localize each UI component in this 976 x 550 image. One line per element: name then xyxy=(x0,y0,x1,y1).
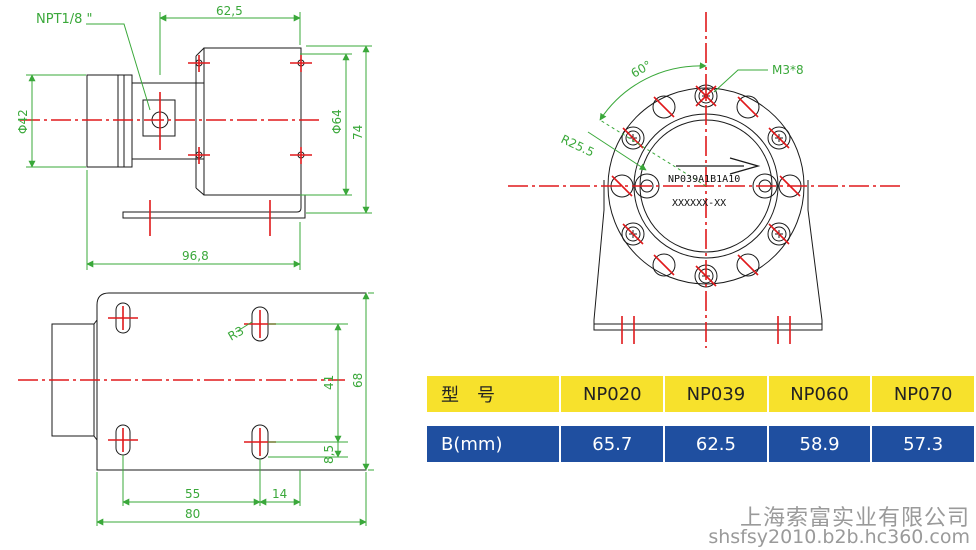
table-header-row: 型 号 NP020 NP039 NP060 NP070 xyxy=(427,376,974,412)
dim-bottom-height: 68 xyxy=(351,373,365,388)
mount-bracket xyxy=(122,194,306,219)
thread-port xyxy=(142,99,176,137)
dim-slot-offset: 8,5 xyxy=(322,445,336,464)
watermark-site: shsfsy2010.b2b.hc360.com xyxy=(708,526,970,548)
dim-side-height: 74 xyxy=(351,125,365,140)
dim-large-diameter: Φ64 xyxy=(330,109,344,134)
table-model-cell: NP039 xyxy=(665,376,767,412)
table-row-label: B(mm) xyxy=(427,426,560,462)
front-view-dimensions xyxy=(587,62,768,187)
mount-plate xyxy=(96,292,367,471)
dim-edge-offset: 14 xyxy=(272,487,287,501)
port-right xyxy=(752,173,778,199)
table-value-cell: 65.7 xyxy=(561,426,664,462)
table-model-cell: NP020 xyxy=(561,376,664,412)
table-value-row: B(mm) 65.7 62.5 58.9 57.3 xyxy=(427,426,974,462)
side-view xyxy=(86,47,306,219)
dim-bottom-width: 80 xyxy=(185,507,200,521)
table-value-cell: 57.3 xyxy=(872,426,974,462)
thread-label: NPT1/8 " xyxy=(36,12,93,27)
flow-arrow-icon xyxy=(676,157,761,175)
phillips-screw-icon xyxy=(625,226,641,242)
nameplate-serial: XXXXXX-XX xyxy=(672,198,726,209)
pump-body-small-cylinder xyxy=(86,74,133,168)
phillips-screw-icon xyxy=(771,130,787,146)
side-view-centerlines xyxy=(20,55,322,236)
bottom-view-dimensions xyxy=(96,292,374,526)
bottom-view xyxy=(51,292,367,471)
motor-housing xyxy=(203,47,302,196)
bottom-radius-label: R3 xyxy=(226,323,247,343)
dim-top-length: 62,5 xyxy=(216,4,243,18)
bottom-view-centerlines xyxy=(18,306,345,456)
table-model-cell: NP060 xyxy=(768,376,871,412)
screw-spec-label: M3*8 xyxy=(772,63,804,77)
watermark-company: 上海索富实业有限公司 xyxy=(739,506,970,531)
table-model-cell: NP070 xyxy=(872,376,974,412)
dim-overall-length: 96,8 xyxy=(182,249,209,263)
front-bracket xyxy=(593,180,823,331)
nameplate-model: NP039A1B1A10 xyxy=(668,174,740,185)
dim-small-diameter: Φ42 xyxy=(16,109,30,134)
table-header-label: 型 号 xyxy=(427,376,560,412)
dim-slot-pitch: 41 xyxy=(322,375,336,390)
table-value-cell: 58.9 xyxy=(768,426,871,462)
phillips-screw-icon xyxy=(625,130,641,146)
spec-table: 型 号 NP020 NP039 NP060 NP070 B(mm) 65.7 6… xyxy=(425,376,976,462)
side-view-dimensions xyxy=(26,12,372,270)
dim-hole-spacing: 55 xyxy=(185,487,200,501)
phillips-screw-icon xyxy=(771,226,787,242)
table-value-cell: 62.5 xyxy=(665,426,767,462)
flange-radius-label: R25.5 xyxy=(559,132,597,160)
